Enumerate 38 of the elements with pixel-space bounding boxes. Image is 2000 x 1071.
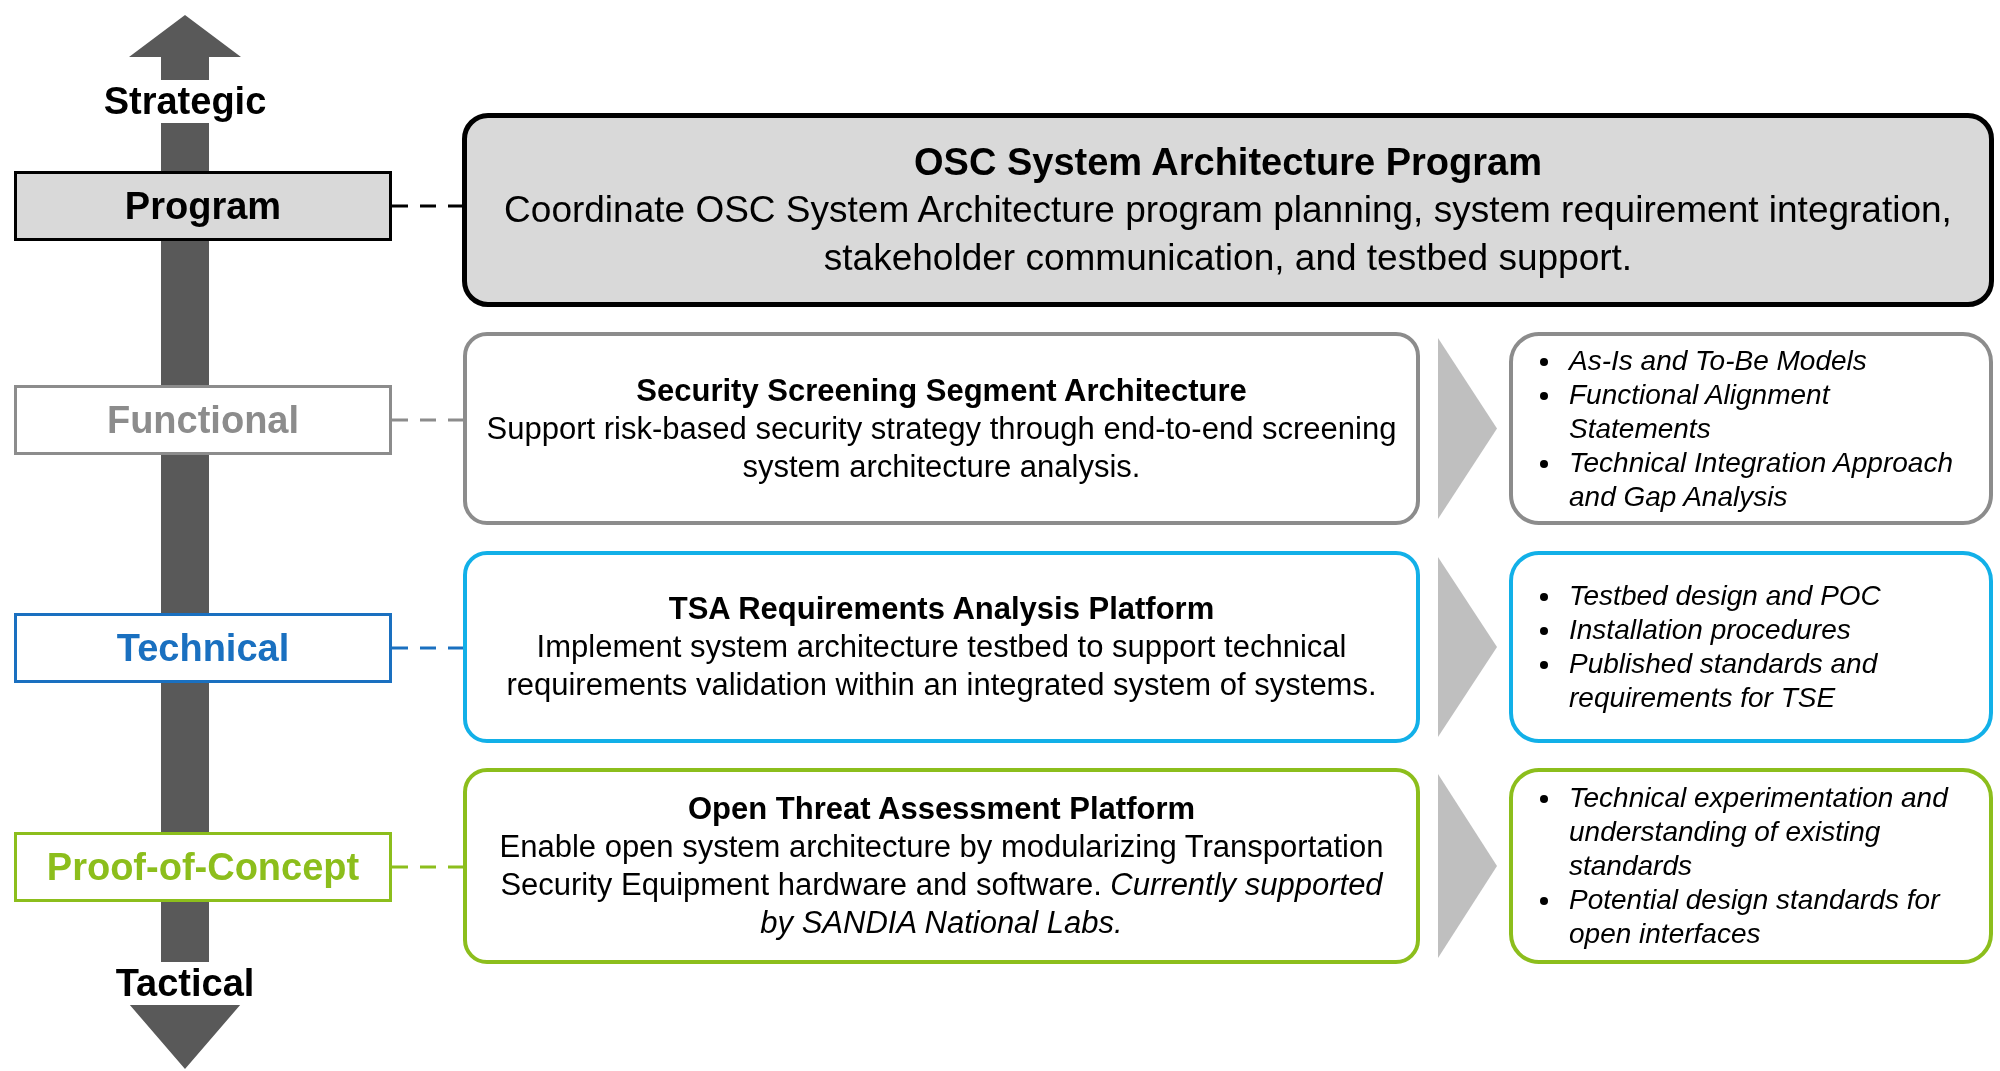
- deliverables-box: [1509, 332, 1993, 525]
- level-label: Technical: [116, 626, 290, 670]
- chevron-arrow: [1438, 557, 1497, 737]
- deliverable-item: Potential design standards for open interfaces: [1535, 883, 1975, 951]
- level-label: Program: [124, 184, 282, 228]
- box-title: TSA Requirements Analysis Platform: [668, 590, 1215, 628]
- deliverable-item: As-Is and To-Be Models: [1535, 343, 1975, 378]
- deliverables-box: [1509, 768, 1993, 964]
- program-box: [462, 113, 1994, 307]
- box-description: Enable open system architecture by modularizing Transportation Security Equipment hardware and software. Currently supported by SANDIA National Labs.: [498, 828, 1385, 942]
- level-label: Functional: [106, 398, 300, 442]
- connector-line: [392, 865, 463, 869]
- level-label: Proof-of-Concept: [46, 845, 360, 889]
- box-title: Security Screening Segment Architecture: [636, 371, 1247, 410]
- level-box: [14, 385, 392, 455]
- connector-line: [392, 646, 463, 650]
- deliverable-item: Technical Integration Approach and Gap Analysis: [1535, 445, 1975, 514]
- chevron-arrow: [1438, 338, 1497, 519]
- connector-line: [392, 204, 462, 208]
- deliverables-box: [1509, 551, 1993, 743]
- deliverable-item: Technical experimentation and understanding of existing standards: [1535, 781, 1975, 883]
- level-box: [14, 613, 392, 683]
- box-title: OSC System Architecture Program: [914, 140, 1542, 185]
- deliverable-item: Testbed design and POC: [1535, 579, 1975, 613]
- platform-box: [463, 551, 1420, 743]
- box-description: Support risk-based security strategy through end-to-end screening system architecture analysis.: [485, 409, 1398, 486]
- segment-box: [463, 332, 1420, 525]
- box-description: Implement system architecture testbed to support technical requirements validation within an integrated system of systems.: [505, 628, 1378, 704]
- chevron-arrow: [1438, 774, 1497, 958]
- deliverable-item: Installation procedures: [1535, 613, 1975, 647]
- level-box: [14, 832, 392, 902]
- deliverable-item: Published standards and requirements for TSE: [1535, 647, 1975, 715]
- level-box: [14, 171, 392, 241]
- box-title: Open Threat Assessment Platform: [687, 790, 1196, 828]
- deliverable-item: Functional Alignment Statements: [1535, 377, 1975, 446]
- connector-line: [392, 418, 463, 422]
- platform-box: [463, 768, 1420, 964]
- box-description: Coordinate OSC System Architecture program planning, system requirement integration, stakeholder communication, and testbed support.: [503, 188, 1953, 280]
